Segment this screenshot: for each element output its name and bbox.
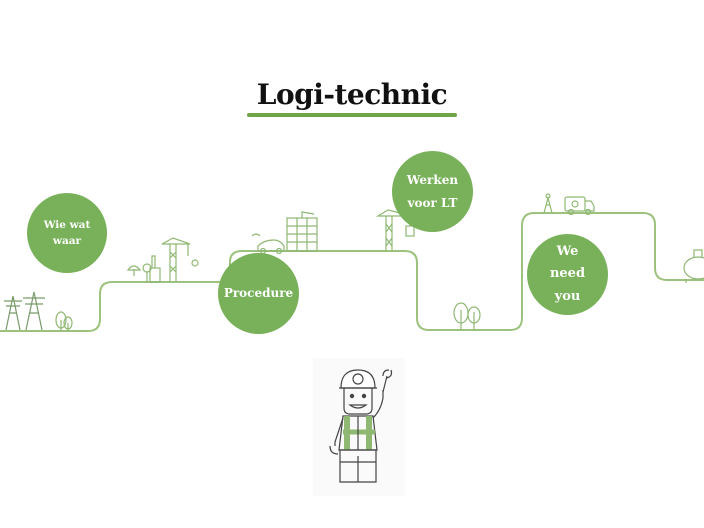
truck-icon: [564, 196, 595, 216]
worker-icon: [329, 369, 393, 483]
worker-illustration: [313, 358, 405, 496]
node-label: Procedure: [223, 286, 294, 301]
office-building-icon: [286, 211, 318, 252]
roadmap-path: [0, 212, 704, 332]
storage-tank-icon: [683, 249, 704, 283]
node-procedure[interactable]: Procedure: [218, 253, 299, 334]
tree-icon: [55, 311, 73, 331]
node-label: Werken voor LT: [406, 172, 459, 210]
tree-icon: [453, 302, 481, 330]
node-we-need-you[interactable]: We need you: [527, 234, 608, 315]
radio-tower-icon: [543, 193, 553, 214]
factory-icon: [149, 255, 161, 283]
node-label: We need you: [549, 244, 586, 304]
satellite-dish-icon: [126, 263, 152, 282]
node-wie-wat-waar[interactable]: Wie wat waar: [27, 193, 107, 273]
page-title: Logi-technic: [256, 78, 448, 111]
node-werken-voor-lt[interactable]: Werken voor LT: [392, 151, 473, 232]
power-pylon-icon: [4, 291, 45, 331]
crane-icon: [161, 237, 199, 282]
title-underline: [247, 113, 457, 117]
node-label: Wie wat waar: [43, 218, 91, 247]
